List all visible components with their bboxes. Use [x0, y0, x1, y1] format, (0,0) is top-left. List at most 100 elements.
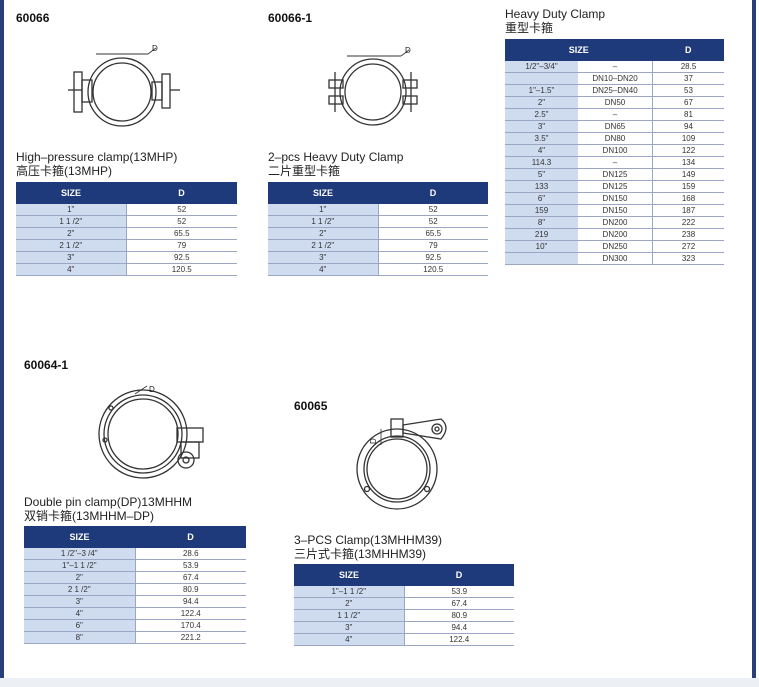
cell-dn: DN25–DN40: [578, 84, 653, 97]
cell-dn: DN200: [578, 216, 653, 229]
cell-size: 4": [24, 607, 135, 620]
cell-d: 168: [652, 192, 724, 205]
cell-size: 8": [24, 631, 135, 644]
diameter-label: D: [152, 44, 158, 53]
cell-size: 219: [505, 228, 578, 241]
cell-d: 52: [377, 215, 488, 228]
cell-size: 2.5": [505, 108, 578, 121]
cell-d: 221.2: [134, 631, 246, 644]
product-title-en: 2–pcs Heavy Duty Clamp: [268, 150, 404, 164]
diameter-label: D: [369, 438, 378, 444]
cell-d: 53.9: [134, 559, 246, 572]
table-row: 2"65.5: [16, 227, 237, 240]
cell-d: 170.4: [134, 619, 246, 632]
cell-d: 187: [652, 204, 724, 217]
table-row: 2 1 /2"79: [268, 239, 488, 252]
table-row: 3"92.5: [16, 251, 237, 264]
cell-dn: DN80: [578, 132, 653, 145]
col-size: SIZE: [268, 182, 378, 204]
spec-table: SIZE D 1"52 1 1 /2"52 2"65.5 2 1 /2"79 3…: [268, 182, 488, 276]
cell-d: 80.9: [134, 583, 246, 596]
cell-d: 67: [652, 96, 724, 109]
spec-table: SIZE D 1"52 1 1 /2"52 2"65.5 2 1 /2"79 3…: [16, 182, 237, 276]
cell-size: 2": [16, 227, 126, 240]
cell-d: 159: [652, 180, 724, 193]
col-size: SIZE: [294, 564, 404, 586]
cell-dn: DN10–DN20: [578, 72, 653, 85]
product-code: 60066-1: [268, 11, 313, 25]
product-title-en: 3–PCS Clamp(13MHHM39): [294, 533, 443, 547]
cell-d: 65.5: [377, 227, 488, 240]
cell-size: 4": [268, 263, 378, 276]
product-title-en: High–pressure clamp(13MHP): [16, 150, 178, 164]
table-row: 1"52: [268, 204, 488, 216]
cell-size: 1": [16, 204, 126, 216]
table-row: 1 1 /2"80.9: [294, 609, 514, 622]
cell-size: 6": [24, 619, 135, 632]
cell-dn: DN150: [578, 192, 653, 205]
cell-d: 134: [652, 156, 724, 169]
cell-size: 1 /2"–3 /4": [24, 548, 135, 560]
cell-size: 2 1 /2": [24, 583, 135, 596]
table-row: 4"120.5: [268, 263, 488, 276]
table-row: 1 1 /2"52: [268, 215, 488, 228]
cell-d: 79: [125, 239, 237, 252]
cell-size: 2 1 /2": [16, 239, 126, 252]
cell-size: 133: [505, 180, 578, 193]
table-row: 3"94.4: [294, 621, 514, 634]
cell-d: 65.5: [125, 227, 237, 240]
cell-size: 1 1 /2": [294, 609, 404, 622]
col-size: SIZE: [16, 182, 126, 204]
cell-size: 1"–1 1 /2": [24, 559, 135, 572]
cell-size: 10": [505, 240, 578, 253]
col-d: D: [404, 564, 514, 586]
cell-d: 67.4: [134, 571, 246, 584]
cell-size: 2": [294, 597, 404, 610]
col-d: D: [378, 182, 488, 204]
cell-size: [505, 72, 578, 85]
cell-size: 2 1 /2": [268, 239, 378, 252]
cell-size: 8": [505, 216, 578, 229]
product-code: 60065: [294, 399, 328, 413]
page-frame-left: [0, 0, 4, 678]
table-row: 2 1 /2"79: [16, 239, 237, 252]
table-row: 2"67.4: [294, 597, 514, 610]
cell-dn: DN50: [578, 96, 653, 109]
cell-d: 272: [652, 240, 724, 253]
cell-dn: –: [578, 156, 653, 169]
cell-d: 28.6: [134, 548, 246, 560]
double-pin-clamp-drawing: D: [98, 385, 204, 479]
cell-dn: DN125: [578, 168, 653, 181]
cell-d: 238: [652, 228, 724, 241]
cell-d: 79: [377, 239, 488, 252]
product-title-cn: 双销卡箍(13MHHM–DP): [24, 509, 155, 523]
spec-table: SIZE D 1 /2"–3 /4"28.6 1"–1 1 /2"53.9 2"…: [24, 526, 246, 644]
cell-dn: DN65: [578, 120, 653, 133]
cell-d: 52: [125, 204, 237, 216]
cell-d: 120.5: [377, 263, 488, 276]
table-row: 2 1 /2"80.9: [24, 583, 246, 596]
cell-d: 53.9: [403, 586, 514, 598]
table-row: 1 /2"–3 /4"28.6: [24, 548, 246, 560]
cell-dn: –: [578, 61, 653, 73]
col-d: D: [652, 39, 724, 61]
product-title-cn: 重型卡箍: [505, 21, 554, 35]
cell-dn: DN150: [578, 204, 653, 217]
cell-size: 1/2"–3/4": [505, 61, 578, 73]
cell-d: 222: [652, 216, 724, 229]
table-row: 2.5"–81: [505, 108, 724, 121]
bottom-strip: [0, 678, 759, 687]
cell-size: 3": [24, 595, 135, 608]
page-frame-right: [752, 0, 756, 678]
cell-d: 149: [652, 168, 724, 181]
cell-size: 159: [505, 204, 578, 217]
table-row: 8"221.2: [24, 631, 246, 644]
spec-table: SIZE D 1"–1 1 /2"53.9 2"67.4 1 1 /2"80.9…: [294, 564, 514, 646]
